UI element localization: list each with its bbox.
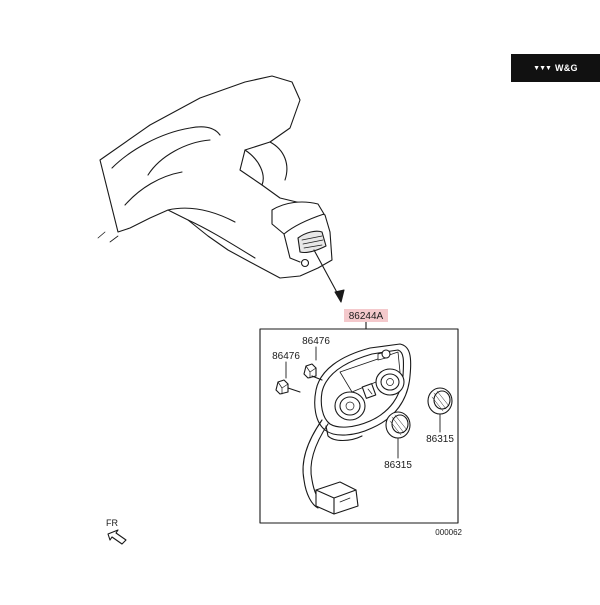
dashboard-outline [97, 75, 333, 279]
assembly-part-highlight [344, 309, 388, 322]
knob-lower-label: 86315 [384, 460, 412, 471]
bulb-upper [303, 363, 323, 381]
front-direction-arrow [107, 529, 127, 545]
bulb-upper-label: 86476 [302, 336, 330, 347]
assembly-frame [259, 328, 459, 524]
pointer-arrow [313, 249, 345, 303]
knob-right [427, 387, 453, 433]
brand-logo: ▼▼▼ W&G [511, 54, 600, 82]
knob-lower [385, 411, 411, 459]
bulb-lower-label: 86476 [272, 351, 300, 362]
assembly-part-number: 86244A [349, 311, 384, 322]
direction-label: FR [106, 518, 118, 528]
figure-code: 000062 [435, 528, 462, 537]
control-panel [314, 343, 412, 442]
knob-right-label: 86315 [426, 434, 454, 445]
bulb-lower [275, 379, 301, 395]
wiring-harness [302, 419, 359, 515]
brand-mark-icon: ▼▼▼ [533, 64, 552, 72]
brand-logo-text: W&G [554, 63, 578, 73]
